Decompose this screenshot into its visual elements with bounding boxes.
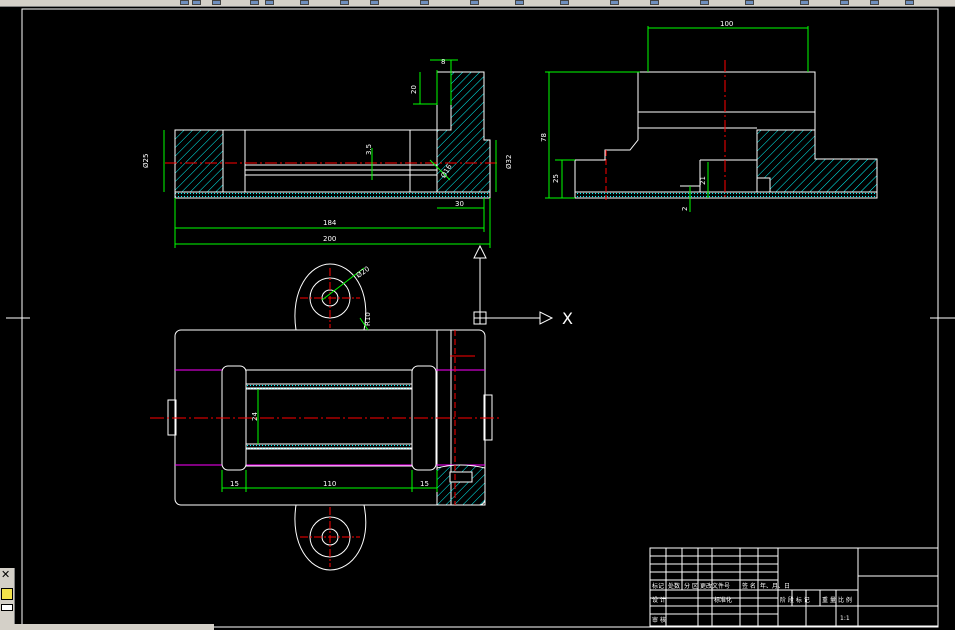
drawing-canvas[interactable]: Ø25 Ø32 8 20 3.5 Ø16 30 184 200	[0, 6, 955, 630]
top-toolbar	[0, 0, 955, 7]
toolbar-button[interactable]	[420, 0, 429, 5]
tb-scale-value: 1:1	[840, 615, 850, 622]
toolbar-button[interactable]	[650, 0, 659, 5]
tb-review: 审 核	[652, 616, 666, 624]
dim-110: 110	[323, 480, 336, 488]
toolbar-button[interactable]	[300, 0, 309, 5]
tb-count: 处数	[668, 582, 680, 590]
title-block	[649, 547, 939, 627]
dim-top-height: 20	[410, 85, 418, 94]
dim-30: 30	[455, 200, 464, 208]
toolbar-button[interactable]	[340, 0, 349, 5]
toolbar-button[interactable]	[800, 0, 809, 5]
tb-mark: 标记	[652, 582, 664, 590]
dim-184: 184	[323, 219, 337, 227]
toolbar-button[interactable]	[212, 0, 221, 5]
toolbar-button[interactable]	[745, 0, 754, 5]
title-block-text: 标记 处数 分 区 更改文件号 签 名 年、月、日 设 计 标准化 阶 段 标 …	[652, 582, 852, 624]
tb-standard: 标准化	[714, 596, 732, 604]
dim-left-diameter: Ø25	[142, 154, 150, 168]
toolbar-button[interactable]	[180, 0, 189, 5]
toolbar-button[interactable]	[905, 0, 914, 5]
tb-date: 年、月、日	[760, 582, 790, 590]
layout-tabs[interactable]	[14, 624, 214, 630]
dim-right-diameter: Ø32	[505, 155, 513, 169]
dim-78: 78	[540, 133, 548, 142]
tb-change-doc: 更改文件号	[700, 582, 730, 590]
dim-15-left: 15	[230, 480, 239, 488]
drawing-border	[6, 8, 955, 628]
ucs-icon	[473, 244, 554, 325]
dim-15-right: 15	[420, 480, 429, 488]
front-section-view[interactable]: Ø25 Ø32 8 20 3.5 Ø16 30 184 200	[142, 58, 513, 248]
dim-100: 100	[720, 20, 733, 28]
toolbar-button[interactable]	[192, 0, 201, 5]
toolbar-button[interactable]	[610, 0, 619, 5]
side-view[interactable]: 100 78 25 21 2	[540, 20, 878, 212]
close-icon[interactable]: ✕	[1, 568, 11, 581]
toolbar-button[interactable]	[870, 0, 879, 5]
tb-zone: 分 区	[684, 582, 698, 590]
toolbar-button[interactable]	[265, 0, 274, 5]
tb-stage: 阶 段 标 记	[780, 596, 810, 604]
tb-scale-label: 比 例	[838, 596, 852, 604]
toolbar-button[interactable]	[560, 0, 569, 5]
dim-200: 200	[323, 235, 336, 243]
dim-top-width: 8	[441, 58, 445, 66]
dim-r10: R10	[364, 312, 372, 326]
dim-2: 2	[681, 207, 689, 211]
tb-sign: 签 名	[742, 582, 756, 590]
dim-groove: 3.5	[365, 144, 373, 155]
layer-icon[interactable]	[1, 604, 13, 611]
dim-25: 25	[552, 174, 560, 183]
toolbar-button[interactable]	[515, 0, 524, 5]
color-swatch-icon[interactable]	[1, 588, 13, 600]
toolbar-button[interactable]	[700, 0, 709, 5]
tb-design: 设 计	[652, 596, 666, 604]
toolbar-button[interactable]	[470, 0, 479, 5]
tb-weight: 重 量	[822, 596, 836, 604]
toolbar-button[interactable]	[370, 0, 379, 5]
toolbar-button[interactable]	[840, 0, 849, 5]
plan-view[interactable]: Ø20 R10 24 15 110 15	[150, 263, 500, 571]
dim-21: 21	[699, 176, 707, 185]
tool-palette[interactable]: ✕	[0, 568, 15, 630]
toolbar-button[interactable]	[250, 0, 259, 5]
ucs-x-label: X	[562, 309, 573, 328]
dim-24: 24	[251, 412, 259, 421]
dim-d20: Ø20	[355, 265, 371, 280]
